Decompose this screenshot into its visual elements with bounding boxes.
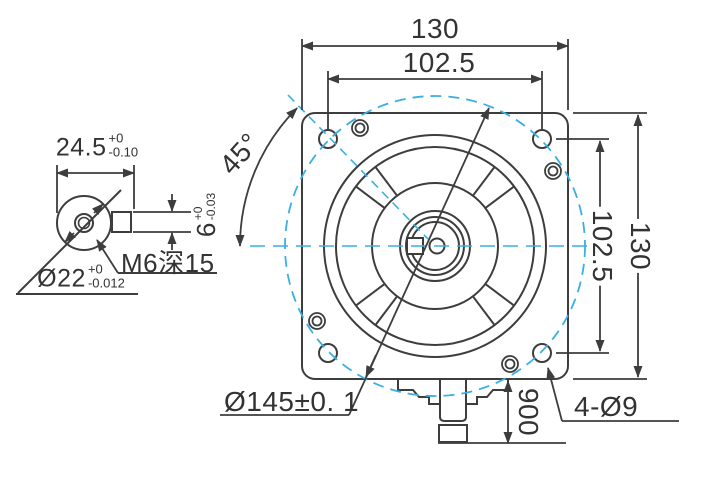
bolt-hole-bottom-left [318,343,338,363]
shaft-dia-arrow-lower [64,231,76,243]
bolt-hole-top-right [532,129,552,149]
bolt-hole-top-left [318,129,338,149]
leader-bolt-circle-arrow2 [365,354,377,378]
dim-bolt-circle-label: Ø145±0. 1 [224,386,360,417]
angle-arc-45 [235,107,298,247]
dim-width-total-label: 130 [410,13,460,44]
cover-screw-holes [308,119,562,373]
tapped-hole-outer [74,213,94,233]
cable-connector [397,380,509,443]
dim-height-total-label: 130 [625,218,656,274]
keyway-section [111,211,132,233]
dim-bolt-spacing-v-label: 102.5 [587,206,618,286]
dim-shaft-diameter-label: Ø22+0-0.012 [37,261,125,293]
shaft-dia-arrow-upper [92,203,104,215]
leader-tapped-hole [96,239,119,274]
dim-bolt-spacing-h-label: 102.5 [402,47,476,78]
cable-stub [438,424,468,443]
dim-cable-length-label: 900 [513,387,544,437]
dim-mounting-holes-label: 4-Ø9 [574,391,639,422]
tapped-hole-inner [77,216,91,230]
leader-mounting-holes [546,367,563,422]
bolt-holes [318,129,552,363]
dim-keyway-width-label: 6+0-0.03 [190,192,221,238]
diagonal-centerline [287,94,429,240]
rib-spokes [355,166,515,326]
bolt-hole-bottom-right [532,343,552,363]
dim-shaft-length-label: 24.5+0-0.10 [55,130,139,162]
tapped-hole-label: M6深15 [121,248,215,278]
